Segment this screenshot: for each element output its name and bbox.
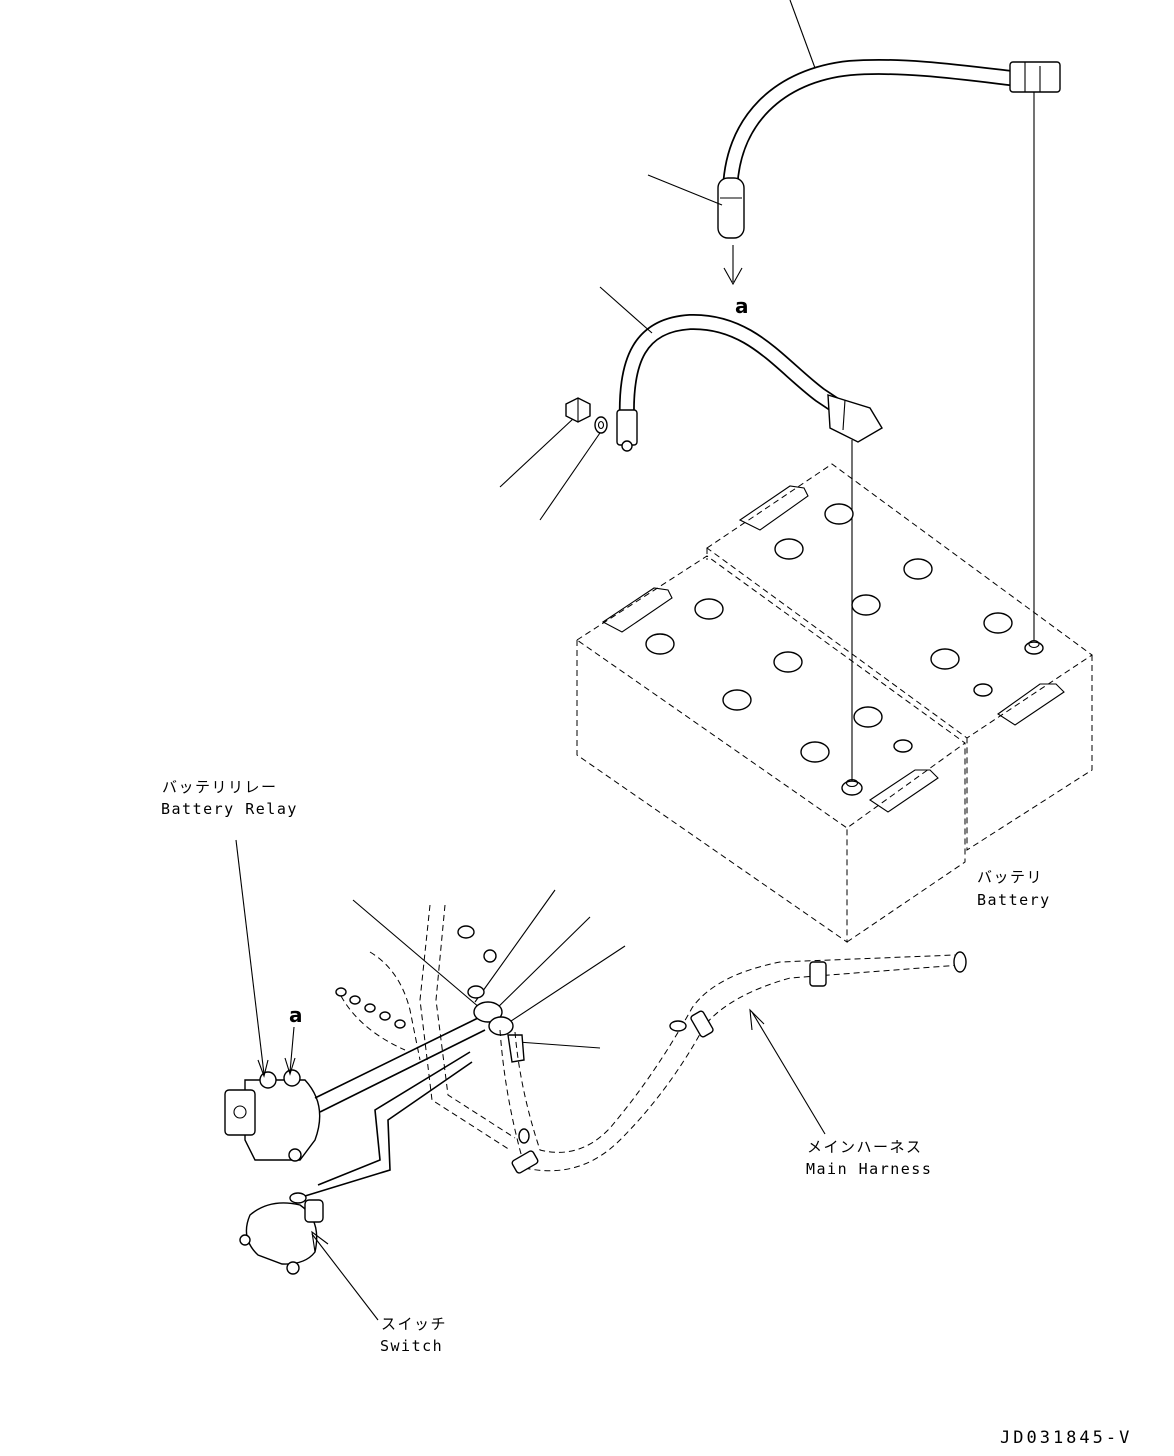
switch-label-en: Switch	[380, 1337, 444, 1355]
battery-cable-lower	[616, 313, 883, 452]
switch-leader	[311, 1230, 379, 1321]
relay-cables	[304, 1017, 486, 1197]
battery-front	[576, 555, 966, 943]
battery-cable-upper	[717, 58, 1061, 239]
main-harness-label-jp: メインハーネス	[807, 1138, 923, 1156]
terminal-post-icon	[841, 778, 863, 796]
connect-arrow-icon	[723, 245, 743, 286]
relay-wire-bundle	[335, 904, 516, 1151]
callout-marker-a-relay: a	[289, 1003, 303, 1027]
battery-label-en: Battery	[977, 891, 1051, 909]
battery-relay-label-en: Battery Relay	[161, 800, 298, 818]
callout-marker-a-top: a	[735, 294, 749, 318]
relay-leader-lines	[235, 839, 626, 1078]
battery-rear	[706, 463, 1093, 851]
terminal-post-icon	[1024, 639, 1044, 655]
switch-component	[239, 1192, 324, 1275]
leader-lines-upper	[647, 0, 1035, 640]
drawing-code: JD031845-V	[1000, 1428, 1133, 1448]
battery-relay	[224, 1069, 321, 1162]
main-harness	[499, 951, 967, 1174]
battery-caps	[645, 503, 1013, 763]
switch-label-jp: スイッチ	[381, 1315, 448, 1333]
relay-connector	[467, 985, 525, 1063]
main-harness-leader	[749, 1008, 826, 1135]
washer-icon	[594, 416, 608, 434]
leader-lines-lower	[499, 286, 853, 790]
main-harness-label-en: Main Harness	[806, 1160, 933, 1178]
battery-relay-label-jp: バッテリリレー	[162, 778, 278, 796]
bolt-icon	[565, 397, 591, 423]
battery-label-jp: バッテリ	[977, 868, 1044, 886]
